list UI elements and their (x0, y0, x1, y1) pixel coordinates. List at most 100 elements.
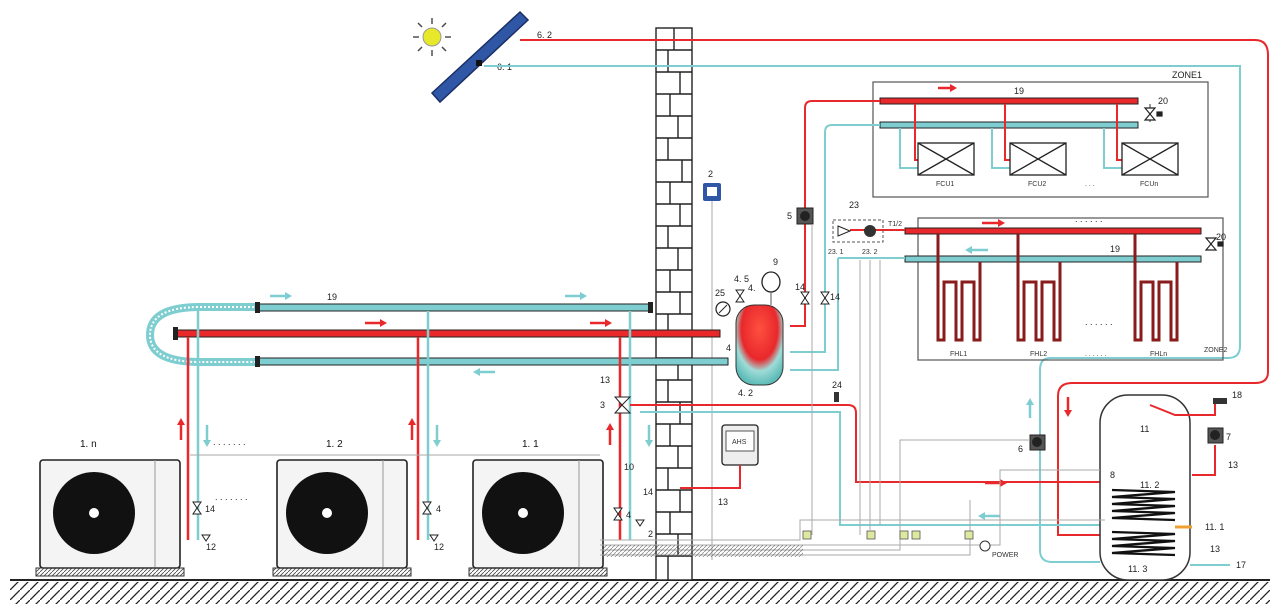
label-20-zone2: 20 (1216, 232, 1226, 242)
dhw-tank-11 (1099, 394, 1192, 581)
expansion-vessel-9 (761, 271, 781, 305)
label-dots-lower: . . . . . . . (215, 492, 248, 502)
label-unit-11: 1. 1 (522, 439, 539, 450)
zone1-box (872, 81, 1209, 198)
dhw-return-pipe (640, 411, 1105, 526)
thermostat-2 (703, 183, 721, 201)
label-7: 7 (1226, 432, 1231, 442)
zone1-hot-header (879, 97, 1139, 105)
label-14-e: 14 (205, 504, 215, 514)
label-24: 24 (832, 380, 842, 390)
solar-flow-arrows (1026, 397, 1072, 418)
solar-hot-pipe (520, 39, 1269, 536)
label-19-main: 19 (327, 292, 337, 302)
label-solar-62: 6. 2 (537, 30, 552, 40)
label-ahs: AHS (732, 439, 747, 446)
buffer-tank (735, 304, 784, 386)
air-vent-valve (735, 289, 745, 303)
dhw-supply-pipe (630, 404, 1105, 483)
solar-panel (430, 10, 530, 104)
label-fhl-dots: . . . . . . (1085, 317, 1113, 327)
label-10: 10 (624, 462, 634, 472)
label-12-c: 2 (648, 529, 653, 539)
brick-wall (655, 27, 693, 581)
label-17: 17 (1236, 560, 1246, 570)
zone2-box (917, 217, 1224, 361)
tap-18 (1213, 398, 1227, 404)
hatch-wall-base (603, 545, 803, 557)
label-14-b: 14 (830, 292, 840, 302)
label-14-c: 14 (643, 487, 653, 497)
label-11-2: 11. 2 (1140, 480, 1159, 490)
label-11: 11 (1140, 424, 1149, 434)
label-13-b: 13 (718, 497, 728, 507)
floor-heating-loop-n (1133, 234, 1179, 342)
fcu-unit-1 (917, 142, 975, 176)
label-13-c: 13 (1228, 460, 1238, 470)
label-19-zone1: 19 (1014, 86, 1024, 96)
zone1-cold-header (879, 121, 1139, 129)
heat-pump-unit-1n (35, 459, 185, 577)
label-11-3: 11. 3 (1128, 564, 1147, 574)
label-8: 8 (1110, 470, 1115, 480)
pump-5 (796, 207, 814, 225)
ground (10, 579, 1270, 604)
label-4: 4 (726, 343, 731, 353)
label-6: 6 (1018, 444, 1023, 454)
sun-icon (413, 18, 451, 56)
label-fhl2: FHL2 (1030, 351, 1047, 358)
label-23-2: 23. 2 (862, 249, 878, 256)
fcu-branches (899, 104, 1122, 169)
flow-arrow-zone2-hot (998, 219, 1005, 227)
label-13-d: 13 (1210, 544, 1220, 554)
terminal-blocks (802, 530, 974, 540)
label-power: POWER (992, 552, 1018, 559)
power-symbol (979, 540, 991, 552)
label-dots-upper: . . . . . . . (213, 437, 246, 447)
label-14-d: 4 (626, 510, 631, 520)
label-fhl-dots-top: . . . . . . (1075, 214, 1103, 224)
label-4-dot: 4. (748, 283, 756, 293)
label-fcu1: FCU1 (936, 181, 954, 188)
label-5: 5 (787, 211, 792, 221)
label-4-2: 4. 2 (738, 388, 753, 398)
flow-arrow-zone1-head (950, 84, 957, 92)
label-unit-12: 1. 2 (326, 439, 343, 450)
label-2: 2 (708, 169, 713, 179)
main-collector-pipes (145, 302, 729, 367)
pump-7 (1207, 427, 1224, 444)
zone2-hot-header (904, 227, 1202, 235)
label-11-1: 11. 1 (1205, 522, 1224, 532)
label-zone1: ZONE1 (1172, 70, 1202, 80)
floor-heating-loop-1 (936, 234, 982, 342)
flow-arrows-risers (177, 418, 653, 447)
three-way-valve-3 (613, 396, 632, 414)
label-fhln: FHLn (1150, 351, 1167, 358)
label-4-5: 4. 5 (734, 274, 749, 284)
label-t1t2: T1/2 (888, 221, 902, 228)
label-fcu2: FCU2 (1028, 181, 1046, 188)
bypass-valve-zone2 (1204, 237, 1224, 251)
mixing-circuit-pipes (790, 229, 905, 371)
ahs-backup-heater (721, 424, 759, 466)
label-fhl1: FHL1 (950, 351, 967, 358)
sensor-24 (834, 392, 839, 402)
label-3: 3 (600, 400, 605, 410)
zone1-supply-pipe (790, 100, 880, 327)
unit-valves (192, 501, 645, 542)
label-23-1: 23. 1 (828, 249, 844, 256)
label-fhl-dots-bottom: . . . . . . (1085, 351, 1106, 358)
label-fcu-dots: . . . (1085, 181, 1095, 188)
label-fcun: FCUn (1140, 181, 1158, 188)
mixing-valve-23 (832, 219, 884, 243)
label-unit-1n: 1. n (80, 439, 97, 450)
ball-valve-14a (800, 291, 810, 305)
label-13-a: 13 (600, 375, 610, 385)
heat-pump-unit-12 (272, 459, 412, 577)
label-zone2: ZONE2 (1204, 347, 1227, 354)
label-18: 18 (1232, 390, 1242, 400)
flow-arrow-zone2-cold (965, 246, 972, 254)
label-12-b: 12 (434, 542, 444, 552)
label-14-f: 4 (436, 504, 441, 514)
